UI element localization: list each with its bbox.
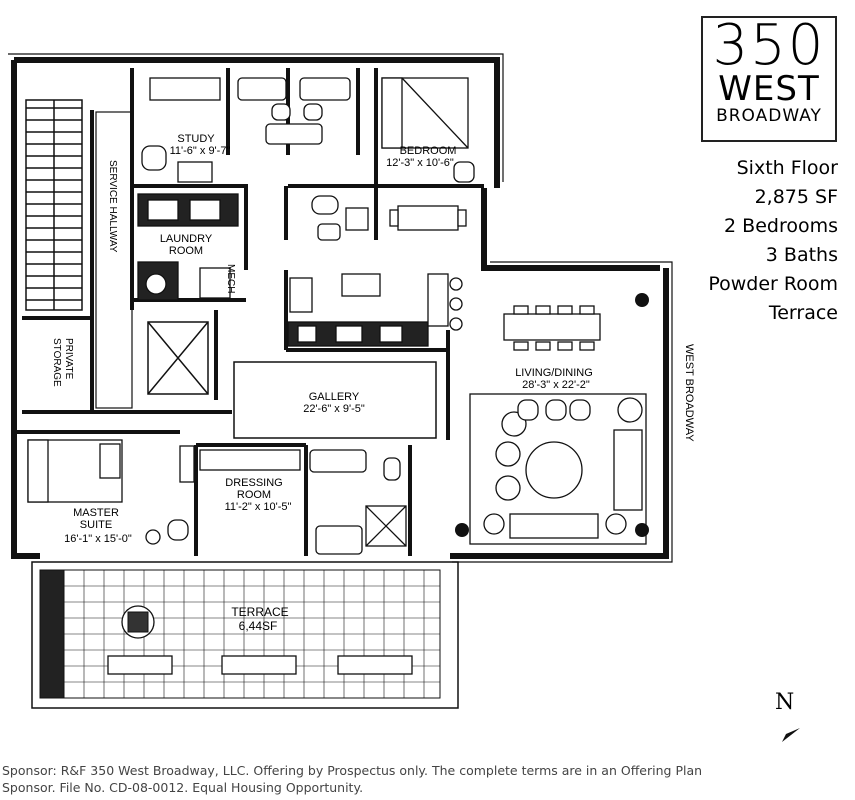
- master-line2: SUITE: [80, 519, 112, 531]
- bath-fixtures-north: [237, 77, 351, 145]
- compass-letter: N: [775, 690, 795, 715]
- gallery-dims: 22'-6" x 9'-5": [303, 403, 365, 415]
- study-name: STUDY: [177, 133, 215, 145]
- master-dims: 16'-1" x 15'-0": [64, 533, 132, 545]
- dressing-and-bath: [179, 445, 407, 555]
- terrace-area: 6,44SF: [239, 619, 278, 633]
- stairs: [25, 99, 83, 311]
- laundry-line2: ROOM: [169, 245, 203, 257]
- info-baths: 3 Baths: [765, 244, 838, 266]
- unit-info: Sixth Floor 2,875 SF 2 Bedrooms 3 Baths …: [708, 154, 838, 328]
- elevator: [147, 321, 209, 395]
- master-suite-furniture: [27, 439, 189, 545]
- gallery-name: GALLERY: [309, 391, 360, 403]
- logo-broadway: BROADWAY: [716, 106, 822, 126]
- dressing-dims: 11'-2" x 10'-5": [225, 501, 292, 513]
- storage-line1: PRIVATE: [63, 338, 74, 380]
- dressing-line1: DRESSING: [225, 477, 282, 489]
- kitchen: [287, 273, 463, 347]
- gallery-outline: [233, 361, 437, 439]
- columns: [455, 293, 649, 537]
- exterior-walls-thin: [8, 53, 673, 563]
- service-hallway-label: SERVICE HALLWAY: [107, 160, 118, 253]
- living-dining-furniture: [469, 305, 647, 545]
- terrace: [31, 561, 459, 709]
- dining-table-north: [389, 205, 467, 231]
- street-label: WEST BROADWAY: [683, 344, 695, 442]
- powder-room-fixtures: [311, 195, 369, 241]
- study-dims: 11'-6" x 9'-7": [170, 145, 231, 157]
- info-floor: Sixth Floor: [736, 157, 838, 179]
- floor-plan: STUDY 11'-6" x 9'-7" BEDROOM 12'-3" x 10…: [8, 53, 800, 742]
- info-bedrooms: 2 Bedrooms: [724, 215, 838, 237]
- service-hallway-outline: [95, 111, 133, 409]
- north-arrow-icon: [782, 728, 800, 742]
- storage-line2: STORAGE: [51, 338, 62, 387]
- info-area: 2,875 SF: [754, 186, 838, 208]
- laundry-fixtures: [137, 193, 239, 301]
- logo-number: 350: [712, 13, 826, 78]
- bedroom-name: BEDROOM: [400, 145, 457, 157]
- footer-disclaimer: Sponsor: R&F 350 West Broadway, LLC. Off…: [2, 762, 853, 796]
- footer-line1: Sponsor: R&F 350 West Broadway, LLC. Off…: [2, 763, 703, 778]
- info-powder: Powder Room: [708, 273, 838, 295]
- exterior-walls: [11, 57, 669, 559]
- living-dining-name: LIVING/DINING: [515, 367, 593, 379]
- dressing-line2: ROOM: [237, 489, 271, 501]
- building-logo: 350 WEST BROADWAY: [701, 16, 837, 142]
- terrace-name: TERRACE: [231, 605, 288, 619]
- bedroom-furniture: [381, 77, 475, 183]
- bedroom-dims: 12'-3" x 10'-6": [386, 157, 454, 169]
- mech-label: MECH: [225, 264, 236, 293]
- study-furniture: [141, 77, 221, 183]
- living-dining-dims: 28'-3" x 22'-2": [522, 379, 590, 391]
- logo-west: WEST: [718, 69, 820, 109]
- footer-line2: Sponsor. File No. CD-08-0012. Equal Hous…: [2, 780, 364, 795]
- room-labels: STUDY 11'-6" x 9'-7" BEDROOM 12'-3" x 10…: [51, 133, 695, 633]
- laundry-line1: LAUNDRY: [160, 233, 213, 245]
- info-terrace: Terrace: [768, 302, 838, 324]
- master-line1: MASTER: [73, 507, 119, 519]
